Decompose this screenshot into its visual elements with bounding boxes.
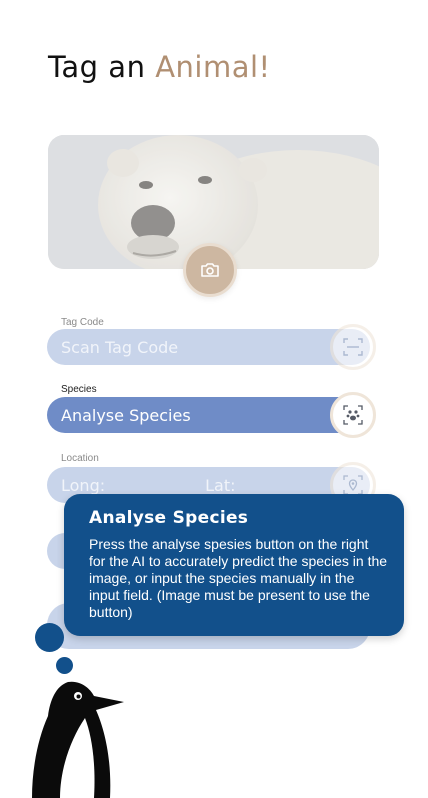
thought-bubble-small	[56, 657, 73, 674]
species-label: Species	[61, 384, 97, 395]
camera-button[interactable]	[183, 243, 237, 297]
tag-code-label: Tag Code	[61, 317, 104, 328]
latitude-field[interactable]: Lat:	[205, 475, 236, 495]
species-input[interactable]: Analyse Species	[47, 397, 370, 433]
tag-code-input[interactable]: Scan Tag Code	[47, 329, 370, 365]
animal-photo	[48, 135, 379, 269]
analyse-species-button[interactable]	[330, 392, 376, 438]
thought-bubble-large	[35, 623, 64, 652]
tooltip-title: Analyse Species	[89, 508, 249, 528]
location-scan-icon	[343, 475, 363, 495]
tooltip-body: Press the analyse spesies button on the …	[89, 536, 388, 620]
penguin-mascot-icon	[32, 681, 124, 798]
location-label: Location	[61, 453, 99, 464]
camera-icon	[201, 263, 219, 277]
paw-scan-icon	[343, 405, 363, 425]
title-accent: Animal!	[155, 50, 271, 84]
page-title: Tag an Animal!	[48, 50, 271, 84]
tag-scan-button[interactable]	[330, 324, 376, 370]
title-prefix: Tag an	[48, 50, 146, 84]
analyse-species-tooltip: Analyse Species Press the analyse spesie…	[64, 494, 404, 636]
longitude-field[interactable]: Long:	[61, 475, 106, 495]
scan-frame-icon	[343, 338, 363, 356]
